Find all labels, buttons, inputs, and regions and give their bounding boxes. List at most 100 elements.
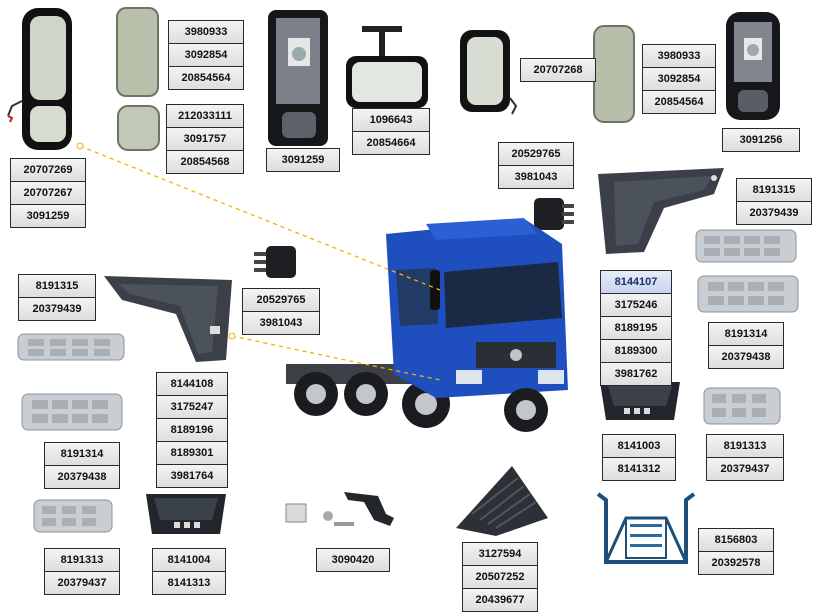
step-box-right-image (600, 382, 680, 420)
part-number: 8189301 (157, 442, 227, 465)
part-number: 20854568 (167, 151, 243, 173)
part-number: 3981043 (499, 166, 573, 188)
step-plate-right-top-image (695, 229, 797, 263)
part-number: 8141004 (153, 549, 225, 572)
part-number: 20379437 (45, 572, 119, 594)
part-number: 8144107 (601, 271, 671, 294)
part-number: 3981762 (601, 363, 671, 385)
part-number: 212033111 (167, 105, 243, 128)
part-number: 8189300 (601, 340, 671, 363)
bracket-kit-image (285, 492, 394, 526)
part-number: 20854664 (353, 132, 429, 154)
part-number: 8141003 (603, 435, 675, 458)
part-number: 20529765 (499, 143, 573, 166)
label-mirror-housing-left: 3091259 (266, 148, 340, 172)
part-number: 20529765 (243, 289, 319, 312)
part-number: 8189195 (601, 317, 671, 340)
step-panel-right-image (598, 168, 724, 254)
part-number: 20439677 (463, 589, 537, 611)
label-mirror-right: 20707268 (520, 58, 596, 82)
truck-image (286, 218, 568, 432)
part-number: 8191315 (737, 179, 811, 202)
part-number: 3092854 (169, 44, 243, 67)
part-number: 20379438 (45, 466, 119, 488)
part-number: 20379439 (737, 202, 811, 224)
part-number: 8191315 (19, 275, 95, 298)
step-panel-left-image (104, 276, 232, 362)
part-number: 8191313 (45, 549, 119, 572)
step-plate-right-low-image (703, 387, 781, 425)
part-number: 8141312 (603, 458, 675, 480)
step-plate-left-top-image (17, 333, 125, 361)
mount-right-image (534, 198, 574, 230)
part-number: 3980933 (169, 21, 243, 44)
main-mirror-left-image (7, 8, 72, 150)
mirror-housing-right-image (726, 12, 780, 120)
part-number: 20707267 (11, 182, 85, 205)
part-number: 3127594 (463, 543, 537, 566)
part-number: 8189196 (157, 419, 227, 442)
mount-left-image (254, 246, 296, 278)
part-number: 8191314 (45, 443, 119, 466)
mirror-housing-left-image (268, 10, 328, 146)
part-number: 20379437 (707, 458, 783, 480)
part-number: 8144108 (157, 373, 227, 396)
step-plate-left-mid-image (21, 393, 123, 431)
mirror-glass-lower-left-image (117, 105, 160, 151)
part-number: 3091259 (267, 149, 339, 171)
part-number: 20707268 (521, 59, 595, 81)
roof-deflector-image (456, 466, 548, 536)
part-number: 20379439 (19, 298, 95, 320)
part-number: 3092854 (643, 68, 715, 91)
part-number: 20392578 (699, 552, 773, 574)
part-number: 20507252 (463, 566, 537, 589)
part-number: 3980933 (643, 45, 715, 68)
part-number: 20854564 (169, 67, 243, 89)
step-plate-left-low-image (33, 499, 113, 533)
part-number: 1096643 (353, 109, 429, 132)
part-number: 20379438 (709, 346, 783, 368)
part-number: 3091256 (723, 129, 799, 151)
part-number: 3981764 (157, 465, 227, 487)
part-number: 3091757 (167, 128, 243, 151)
part-number: 8156803 (699, 529, 773, 552)
label-mirror-housing-right: 3091256 (722, 128, 800, 152)
part-number: 3091259 (11, 205, 85, 227)
part-number: 3090420 (317, 549, 389, 571)
label-bracket-kit: 3090420 (316, 548, 390, 572)
part-number: 20854564 (643, 91, 715, 113)
part-number: 3175247 (157, 396, 227, 419)
step-plate-right-mid-image (697, 275, 799, 313)
mirror-glass-upper-left-image (116, 7, 159, 97)
step-box-left-image (146, 494, 226, 534)
part-number: 3175246 (601, 294, 671, 317)
part-number: 3981043 (243, 312, 319, 334)
step-ladder-image (596, 492, 696, 564)
part-number: 8141313 (153, 572, 225, 594)
part-number: 8191314 (709, 323, 783, 346)
front-mirror-image (346, 26, 428, 108)
part-number: 8191313 (707, 435, 783, 458)
part-number: 20707269 (11, 159, 85, 182)
mirror-right-image (460, 30, 518, 115)
